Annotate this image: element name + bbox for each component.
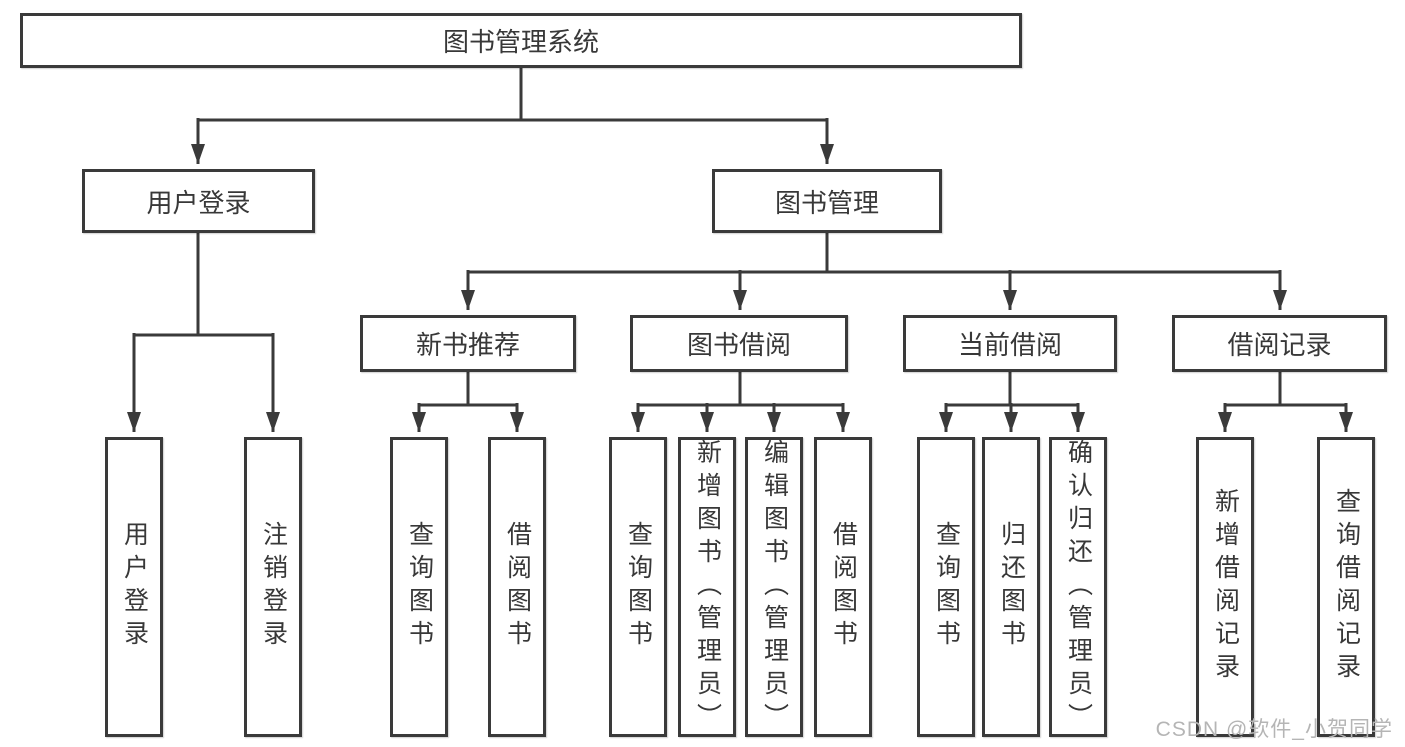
node-book-borrowing-label: 图书借阅 — [686, 330, 791, 360]
connector-root-to-level2 — [191, 68, 834, 164]
leaf-logout: 注销登录 — [244, 437, 302, 737]
leaf-borrow-query-book: 查询图书 — [609, 437, 667, 737]
node-new-book-recommendation-label: 新书推荐 — [415, 330, 520, 360]
node-user-login: 用户登录 — [82, 169, 315, 233]
node-book-management: 图书管理 — [712, 169, 942, 233]
leaf-user-login-label: 用户登录 — [120, 521, 149, 653]
leaf-borrow-book: 借阅图书 — [814, 437, 872, 737]
leaf-return-book: 归还图书 — [982, 437, 1040, 737]
node-root-label: 图书管理系统 — [442, 27, 599, 57]
node-user-login-label: 用户登录 — [146, 187, 251, 218]
leaf-add-book-admin-label: 新增图书（管理员） — [693, 438, 722, 736]
leaf-rec-borrow-book-label: 借阅图书 — [503, 521, 532, 653]
node-current-borrowing: 当前借阅 — [903, 315, 1117, 372]
leaf-query-borrow-record: 查询借阅记录 — [1317, 437, 1375, 737]
connector-current-to-leaves — [939, 372, 1085, 432]
connector-login-to-leaves — [127, 233, 280, 432]
leaf-rec-query-book: 查询图书 — [390, 437, 448, 737]
node-borrowing-record: 借阅记录 — [1172, 315, 1387, 372]
leaf-rec-query-book-label: 查询图书 — [405, 521, 434, 653]
leaf-logout-label: 注销登录 — [259, 521, 288, 653]
leaf-add-borrow-record: 新增借阅记录 — [1196, 437, 1254, 737]
leaf-edit-book-admin-label: 编辑图书（管理员） — [760, 438, 789, 736]
leaf-add-book-admin: 新增图书（管理员） — [678, 437, 736, 737]
csdn-watermark: CSDN @软件_小贺同学 — [1155, 718, 1393, 741]
node-new-book-recommendation: 新书推荐 — [360, 315, 576, 372]
leaf-borrow-query-book-label: 查询图书 — [624, 521, 653, 653]
leaf-return-book-label: 归还图书 — [997, 521, 1026, 653]
node-root: 图书管理系统 — [20, 13, 1022, 68]
leaf-confirm-return-admin: 确认归还（管理员） — [1049, 437, 1107, 737]
leaf-current-query-book: 查询图书 — [917, 437, 975, 737]
node-current-borrowing-label: 当前借阅 — [957, 330, 1062, 360]
leaf-add-borrow-record-label: 新增借阅记录 — [1211, 488, 1240, 686]
node-book-borrowing: 图书借阅 — [630, 315, 848, 372]
leaf-current-query-book-label: 查询图书 — [932, 521, 961, 653]
connector-rec-to-leaves — [412, 372, 524, 432]
leaf-query-borrow-record-label: 查询借阅记录 — [1332, 488, 1361, 686]
leaf-rec-borrow-book: 借阅图书 — [488, 437, 546, 737]
leaf-borrow-book-label: 借阅图书 — [829, 521, 858, 653]
connector-mgmt-to-level3 — [461, 233, 1287, 310]
leaf-user-login: 用户登录 — [105, 437, 163, 737]
leaf-confirm-return-admin-label: 确认归还（管理员） — [1064, 438, 1093, 736]
connector-borrow-to-leaves — [631, 372, 850, 432]
node-book-management-label: 图书管理 — [774, 187, 879, 218]
leaf-edit-book-admin: 编辑图书（管理员） — [745, 437, 803, 737]
connector-record-to-leaves — [1218, 372, 1353, 432]
node-borrowing-record-label: 借阅记录 — [1227, 330, 1332, 360]
